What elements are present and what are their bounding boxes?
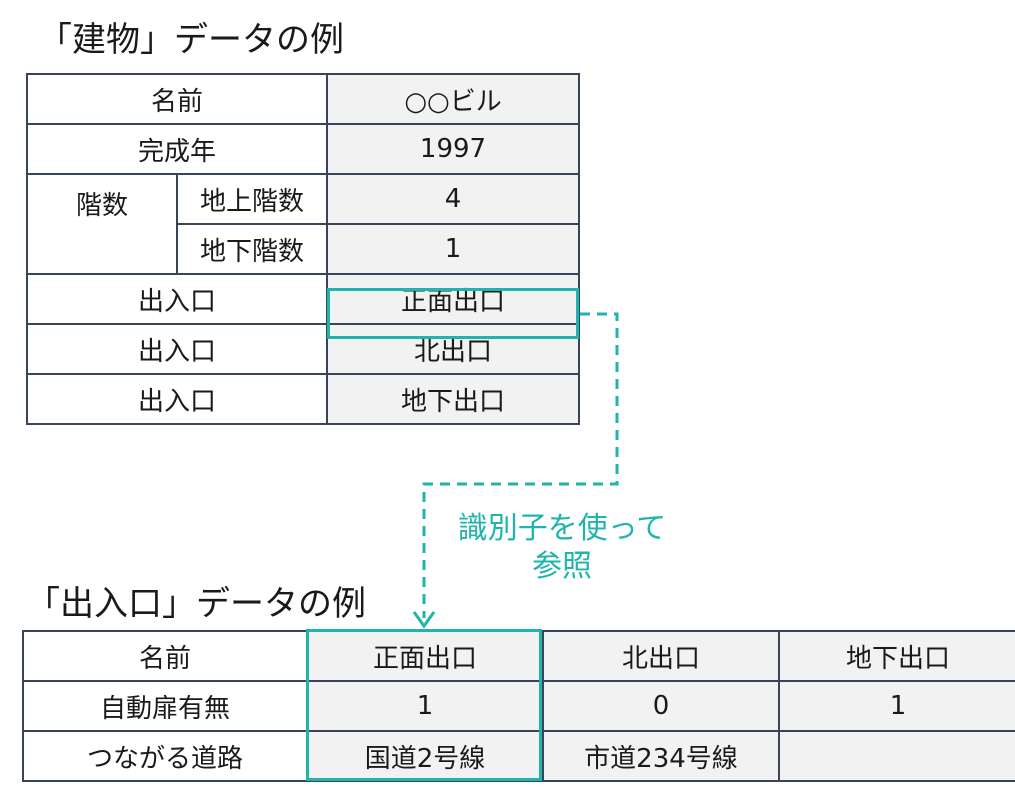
reference-note: 識別子を使って 参照 bbox=[452, 510, 672, 586]
entrance-value-underground: 地下出口 bbox=[326, 373, 581, 425]
table-row: 出入口 地下出口 bbox=[25, 373, 581, 425]
connected-road-label: つながる道路 bbox=[22, 730, 308, 782]
name-value: ○○ビル bbox=[326, 73, 581, 125]
entrance-label: 出入口 bbox=[25, 323, 329, 375]
below-floors-label: 地下階数 bbox=[175, 223, 329, 275]
header-north-entrance: 北出口 bbox=[542, 630, 780, 682]
table-row: つながる道路 国道2号線 市道234号線 bbox=[22, 730, 1015, 782]
auto-door-main: 1 bbox=[306, 680, 544, 732]
connected-road-underground bbox=[778, 730, 1015, 782]
connected-road-main: 国道2号線 bbox=[306, 730, 544, 782]
year-label: 完成年 bbox=[25, 123, 329, 175]
reference-note-line: 参照 bbox=[532, 549, 592, 584]
auto-door-label: 自動扉有無 bbox=[22, 680, 308, 732]
below-floors-value: 1 bbox=[326, 223, 581, 275]
table-row: 自動扉有無 1 0 1 bbox=[22, 680, 1015, 732]
entrance-label: 出入口 bbox=[25, 373, 329, 425]
table-row: 名前 正面出口 北出口 地下出口 bbox=[22, 630, 1015, 682]
building-data-title: 「建物」データの例 bbox=[38, 20, 344, 60]
reference-note-line: 識別子を使って bbox=[457, 511, 667, 546]
header-main-entrance: 正面出口 bbox=[306, 630, 544, 682]
table-row: 名前 ○○ビル bbox=[25, 73, 581, 125]
entrance-value-north: 北出口 bbox=[326, 323, 581, 375]
auto-door-underground: 1 bbox=[778, 680, 1015, 732]
entrance-data-table: 名前 正面出口 北出口 地下出口 自動扉有無 1 0 1 つながる道路 国道2号… bbox=[22, 630, 1015, 782]
arrow-down-icon bbox=[412, 611, 436, 629]
year-value: 1997 bbox=[326, 123, 581, 175]
dashed-reference-line bbox=[422, 312, 619, 618]
table-row: 完成年 1997 bbox=[25, 123, 581, 175]
above-floors-value: 4 bbox=[326, 173, 581, 225]
entrance-value-main: 正面出口 bbox=[326, 273, 581, 325]
table-row: 出入口 正面出口 bbox=[25, 273, 581, 325]
name-label: 名前 bbox=[25, 73, 329, 125]
entrance-label: 出入口 bbox=[25, 273, 329, 325]
auto-door-north: 0 bbox=[542, 680, 780, 732]
header-underground-entrance: 地下出口 bbox=[778, 630, 1015, 682]
table-row: 階数 地上階数 4 bbox=[26, 173, 581, 275]
above-floors-label: 地上階数 bbox=[175, 173, 329, 225]
table-row: 出入口 北出口 bbox=[25, 323, 581, 375]
building-data-table: 名前 ○○ビル 完成年 1997 階数 地上階数 4 地下階数 1 出入口 正面… bbox=[25, 73, 581, 425]
table-row: 地下階数 1 bbox=[27, 223, 581, 275]
header-name: 名前 bbox=[22, 630, 308, 682]
entrance-data-title: 「出入口」データの例 bbox=[26, 584, 366, 624]
connected-road-north: 市道234号線 bbox=[542, 730, 780, 782]
floors-label: 階数 bbox=[26, 173, 178, 275]
